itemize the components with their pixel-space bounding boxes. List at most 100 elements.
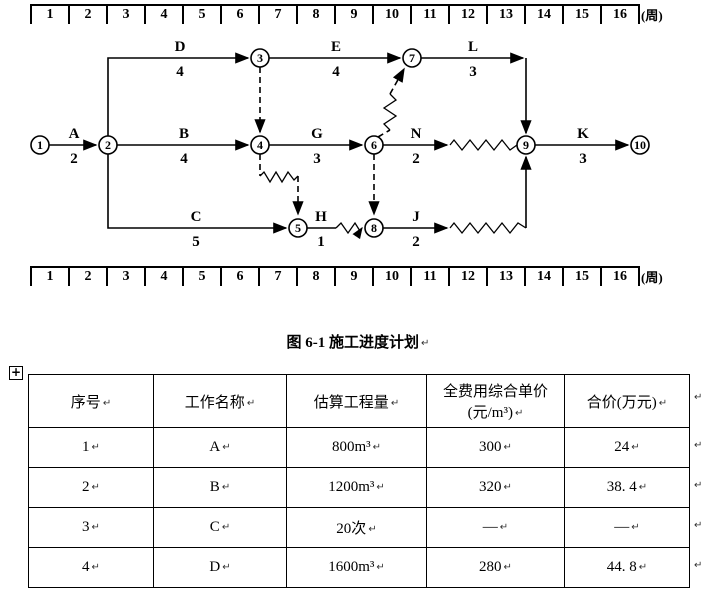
node-9: 9	[516, 135, 536, 155]
ruler-cell: 12	[450, 268, 488, 286]
activity-H: H 1	[307, 209, 363, 250]
cell-text: 300	[479, 439, 502, 455]
cell-total-price[interactable]: —↵	[564, 507, 690, 548]
svg-text:9: 9	[523, 138, 529, 152]
ruler-cell: 10	[374, 6, 412, 24]
svg-text:G: G	[311, 126, 323, 142]
svg-text:3: 3	[257, 51, 263, 65]
ruler-cell: 14	[526, 6, 564, 24]
ruler-cell: 2	[70, 268, 108, 286]
svg-text:5: 5	[295, 221, 301, 235]
cell-mark: ↵	[390, 397, 400, 409]
cell-mark: ↵	[372, 442, 382, 453]
cell-work-name[interactable]: B↵	[153, 467, 287, 508]
svg-text:B: B	[179, 126, 189, 142]
header-cell-work-name[interactable]: 工作名称↵	[153, 374, 287, 428]
header-cell-quantity[interactable]: 估算工程量↵	[286, 374, 427, 428]
svg-text:6: 6	[371, 138, 377, 152]
cell-work-name[interactable]: C↵	[153, 507, 287, 548]
table-row: 1↵ A↵ 800m³↵ 300↵ 24↵	[28, 427, 690, 468]
svg-text:E: E	[331, 39, 341, 55]
ruler-cell: 16	[602, 6, 640, 24]
svg-text:10: 10	[634, 138, 646, 152]
cell-mark: ↵	[631, 522, 640, 533]
cell-quantity[interactable]: 1200m³↵	[286, 467, 427, 508]
cell-quantity[interactable]: 20次↵	[286, 507, 427, 548]
cell-mark: ↵	[91, 482, 100, 493]
activity-D: D 4	[107, 39, 250, 136]
header-text: 合价(万元)	[586, 394, 657, 411]
cell-mark: ↵	[221, 482, 231, 493]
cell-text: 1	[82, 439, 90, 455]
header-text: 工作名称	[184, 394, 245, 411]
svg-text:K: K	[577, 126, 589, 142]
cost-table: 序号↵ 工作名称↵ 估算工程量↵ 全费用综合单价(元/m³)↵ 合价(万元)↵ …	[28, 374, 690, 588]
cell-text: 38. 4	[606, 479, 637, 495]
cell-seq[interactable]: 4↵	[28, 547, 154, 588]
table-move-handle-icon[interactable]: +	[9, 365, 23, 380]
ruler-cell: 15	[564, 268, 602, 286]
svg-text:4: 4	[257, 138, 263, 152]
cell-text: 4	[82, 559, 90, 575]
cell-seq[interactable]: 1↵	[28, 427, 154, 468]
cell-work-name[interactable]: A↵	[153, 427, 287, 468]
cell-total-price[interactable]: 44. 8↵	[564, 547, 690, 588]
cell-text: 800m³	[331, 439, 371, 455]
ruler-cell: 2	[70, 6, 108, 24]
cell-mark: ↵	[638, 562, 648, 573]
ruler-cell: 9	[336, 6, 374, 24]
cell-seq[interactable]: 3↵	[28, 507, 154, 548]
cell-text: 1200m³	[328, 479, 375, 495]
ruler-unit-label-bottom: (周)	[641, 270, 663, 285]
cell-unit-price[interactable]: 280↵	[426, 547, 565, 588]
cell-total-price[interactable]: 24↵	[564, 427, 690, 468]
figure-caption-text: 图 6-1 施工进度计划	[286, 335, 420, 351]
header-cell-unit-price[interactable]: 全费用综合单价(元/m³)↵	[426, 374, 565, 428]
cell-work-name[interactable]: D↵	[153, 547, 287, 588]
cell-unit-price[interactable]: —↵	[426, 507, 565, 548]
ruler-cell: 8	[298, 268, 336, 286]
svg-text:8: 8	[371, 221, 377, 235]
ruler-cell: 5	[184, 6, 222, 24]
cell-mark: ↵	[514, 408, 524, 419]
cell-text: 3	[82, 519, 90, 535]
svg-text:7: 7	[409, 51, 415, 65]
cell-total-price[interactable]: 38. 4↵	[564, 467, 690, 508]
activity-N: N 2	[383, 126, 518, 167]
cell-text: 280	[479, 559, 502, 575]
table-row: 3↵ C↵ 20次↵ —↵ —↵	[28, 507, 690, 548]
node-4: 4	[250, 135, 270, 155]
cell-unit-price[interactable]: 320↵	[426, 467, 565, 508]
cell-mark: ↵	[91, 442, 100, 453]
cell-quantity[interactable]: 1600m³↵	[286, 547, 427, 588]
paragraph-mark: ↵	[421, 338, 430, 349]
cell-unit-price[interactable]: 300↵	[426, 427, 565, 468]
cell-text: 20次	[336, 521, 367, 537]
header-cell-seq[interactable]: 序号↵	[28, 374, 154, 428]
ruler-unit-label-top: (周)	[641, 8, 663, 23]
ruler-cell: 14	[526, 268, 564, 286]
cell-quantity[interactable]: 800m³↵	[286, 427, 427, 468]
svg-text:D: D	[175, 39, 186, 55]
timescale-ruler-bottom: 1 2 3 4 5 6 7 8 9 10 11 12 13 14 15 16	[30, 266, 640, 286]
header-cell-total-price[interactable]: 合价(万元)↵	[564, 374, 690, 428]
cell-mark: ↵	[503, 442, 512, 453]
cell-text: C	[209, 519, 220, 535]
activity-B: B 4	[117, 126, 250, 167]
node-1: 1	[30, 135, 50, 155]
svg-text:N: N	[411, 126, 422, 142]
cell-mark: ↵	[91, 562, 100, 573]
cell-mark: ↵	[221, 522, 231, 533]
node-7: 7	[402, 48, 422, 68]
ruler-cell: 16	[602, 268, 640, 286]
row-end-mark: ↵	[694, 480, 703, 491]
row-end-mark: ↵	[694, 520, 703, 531]
svg-text:A: A	[69, 126, 80, 142]
ruler-cell: 8	[298, 6, 336, 24]
cell-mark: ↵	[91, 522, 100, 533]
ruler-cell: 11	[412, 268, 450, 286]
activity-G: G 3	[269, 126, 364, 167]
cell-seq[interactable]: 2↵	[28, 467, 154, 508]
node-3: 3	[250, 48, 270, 68]
